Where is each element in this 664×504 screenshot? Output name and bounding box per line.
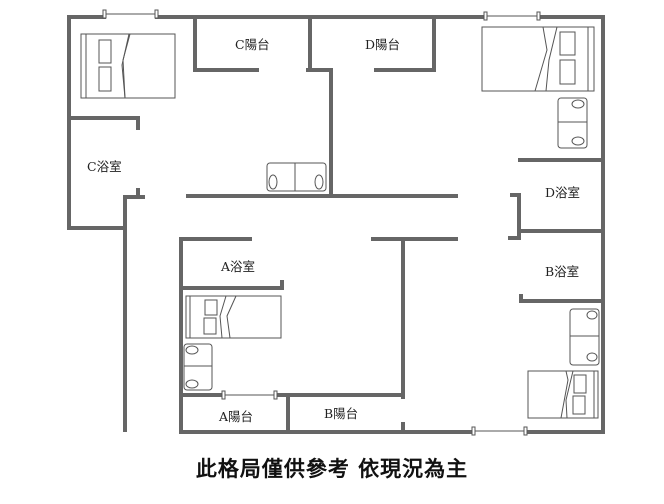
bed-icon — [527, 370, 599, 419]
sofa-icon — [266, 162, 327, 192]
bed-icon — [481, 26, 595, 92]
sofa-icon — [183, 343, 213, 391]
room-label-c-bathroom: C浴室 — [87, 159, 122, 174]
room-label-d-bathroom: D浴室 — [545, 185, 581, 200]
room-label-b-balcony: B陽台 — [324, 406, 359, 421]
disclaimer-caption: 此格局僅供參考 依現況為主 — [195, 457, 469, 481]
bed-icon — [80, 33, 176, 99]
room-label-a-balcony: A陽台 — [219, 409, 254, 424]
windows — [102, 9, 541, 436]
bed-icon — [185, 295, 282, 339]
furniture — [80, 26, 600, 419]
room-label-b-bathroom: B浴室 — [545, 264, 580, 279]
room-label-a-bathroom: A浴室 — [221, 259, 256, 274]
sofa-icon — [557, 97, 588, 149]
walls — [67, 15, 605, 434]
room-label-d-balcony: D陽台 — [365, 37, 401, 52]
room-label-c-balcony: C陽台 — [235, 37, 270, 52]
sofa-icon — [569, 308, 600, 366]
